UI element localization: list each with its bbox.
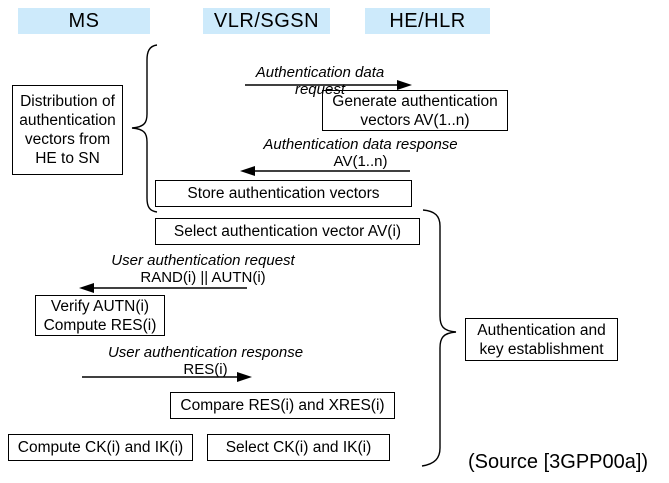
- entity-label: HE/HLR: [389, 9, 466, 32]
- verify-compute-box: Verify AUTN(i) Compute RES(i): [35, 295, 165, 336]
- message-auth-data-response: Authentication data response AV(1..n): [253, 136, 468, 170]
- compare-res-box: Compare RES(i) and XRES(i): [170, 392, 395, 419]
- distribution-annotation-box: Distribution of authentication vectors f…: [12, 85, 123, 175]
- right-arrowhead-icon: [397, 80, 412, 90]
- entity-label: MS: [68, 9, 100, 32]
- auth-key-establishment-box: Authentication and key establishment: [465, 318, 618, 361]
- message-title: User authentication request: [111, 252, 295, 269]
- message-param: RES(i): [183, 361, 228, 378]
- select-vector-box: Select authentication vector AV(i): [155, 218, 420, 245]
- message-title: User authentication response: [107, 344, 304, 361]
- message-param: AV(1..n): [333, 153, 388, 170]
- source-citation: (Source [3GPP00a]): [468, 451, 649, 473]
- entity-header-ms: MS: [18, 8, 150, 34]
- message-title: Authentication data request: [255, 64, 385, 98]
- right-brace: [421, 209, 457, 467]
- left-arrowhead-icon: [79, 283, 94, 293]
- message-param: RAND(i) || AUTN(i): [140, 269, 266, 286]
- left-arrowhead-icon: [240, 166, 255, 176]
- select-ck-ik-box: Select CK(i) and IK(i): [207, 434, 390, 461]
- message-title: Authentication data response: [263, 136, 458, 153]
- store-vectors-box: Store authentication vectors: [155, 180, 412, 207]
- entity-header-vlr-sgsn: VLR/SGSN: [203, 8, 330, 34]
- message-user-auth-response: User authentication response RES(i): [103, 344, 308, 378]
- generate-vectors-box: Generate authentication vectors AV(1..n): [322, 90, 508, 131]
- left-brace: [131, 44, 158, 213]
- message-auth-data-request: Authentication data request: [230, 64, 410, 98]
- entity-header-he-hlr: HE/HLR: [365, 8, 490, 34]
- compute-ck-ik-box: Compute CK(i) and IK(i): [8, 434, 193, 461]
- right-arrowhead-icon: [237, 372, 252, 382]
- entity-label: VLR/SGSN: [213, 9, 320, 32]
- message-user-auth-request: User authentication request RAND(i) || A…: [103, 252, 303, 286]
